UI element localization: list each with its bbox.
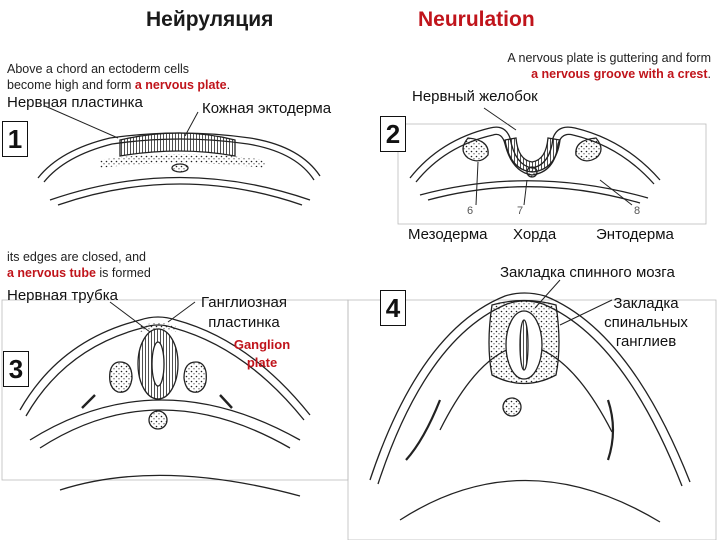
stage2-endoderm-1 — [419, 180, 649, 199]
label-neural-plate: Нервная пластинка — [7, 94, 143, 111]
stage2-ref7-leader — [523, 179, 528, 206]
stage1-note-line1: Above a chord an ectoderm cells — [7, 62, 190, 76]
stage1-note-line2-prefix: become high and form — [7, 78, 135, 92]
stage3-ganglion-plate — [140, 323, 176, 332]
label-ganglia-2: спинальных — [604, 314, 688, 331]
stage1-ectoderm-leader — [184, 111, 199, 137]
ref-6: 6 — [467, 205, 474, 217]
stage4-endoderm — [399, 479, 661, 523]
label-chord: Хорда — [513, 226, 557, 243]
stage3-somite-right — [183, 361, 207, 393]
label-ganglion-ru: Ганглиозная пластинка — [184, 294, 304, 335]
label-ganglion-ru-1: Ганглиозная — [201, 294, 287, 311]
label-ganglia-3: ганглиев — [615, 333, 677, 350]
stage4-nerve-left — [405, 399, 442, 461]
stage1-endoderm-2 — [57, 183, 303, 206]
stage1-plate-leader — [44, 105, 119, 139]
stage1-mesoderm — [100, 154, 265, 168]
stage3-gut-line — [59, 474, 301, 497]
stage3-nerve-left — [81, 394, 96, 409]
stage3-chord — [148, 410, 168, 430]
stage3-number: 3 — [3, 351, 29, 387]
stage3-note-highlight: a nervous tube — [7, 266, 96, 280]
ref-8: 8 — [634, 205, 641, 217]
stage1-drawing — [37, 105, 321, 206]
label-neural-tube: Нервная трубка — [7, 287, 118, 304]
stage2-note-line1: A nervous plate is guttering and form — [507, 51, 711, 65]
stage4-central-canal — [519, 319, 529, 371]
stage3-note-suffix: is formed — [95, 266, 151, 280]
stage4-nerve-right — [606, 399, 615, 461]
stage2-note: A nervous plate is guttering and form a … — [446, 50, 711, 82]
stage2-number: 2 — [380, 116, 406, 152]
stage1-endoderm-1 — [49, 176, 311, 201]
label-ganglion-en-2: plate — [246, 355, 278, 370]
stage2-drawing — [397, 107, 707, 225]
stage3-note-line1: its edges are closed, and — [7, 250, 146, 264]
stage4-ectoderm-outer — [369, 292, 691, 483]
stage1-number: 1 — [2, 121, 28, 157]
stage4-spinal-leader — [534, 279, 561, 309]
label-ganglion-ru-2: пластинка — [208, 314, 280, 331]
title-ru: Нейруляция — [146, 8, 274, 31]
stage4-ganglia-leader — [559, 299, 613, 326]
stage2-note-suffix: . — [707, 67, 711, 81]
stage1-note-suffix: . — [226, 78, 231, 92]
stage1-neural-plate — [119, 132, 236, 157]
label-neural-groove: Нервный желобок — [412, 88, 538, 105]
stage3-endoderm-1 — [29, 399, 301, 441]
stage2-ref6-leader — [475, 161, 479, 206]
stage3-neural-canal — [151, 341, 165, 387]
stage2-groove-leader — [483, 107, 517, 131]
label-ganglion-en: Ganglion plate — [222, 336, 302, 372]
stage3-ectoderm-outer — [19, 316, 311, 416]
stage2-mesoderm-left — [462, 137, 489, 162]
stage2-endoderm-2 — [427, 186, 641, 204]
stage2-chord — [526, 166, 538, 178]
label-spinal-ganglia: Закладка спинальных ганглиев — [588, 294, 704, 351]
stage3-drawing — [1, 299, 349, 497]
stage4-chord — [502, 397, 522, 417]
stage3-ganglion-leader — [167, 301, 196, 323]
stage1-note: Above a chord an ectoderm cells become h… — [7, 61, 230, 93]
stage4-frame — [347, 299, 717, 540]
stage2-mesoderm-right — [575, 137, 602, 162]
stage4-number: 4 — [380, 290, 406, 326]
label-spinal-cord-anlage: Закладка спинного мозга — [500, 264, 675, 281]
label-endoderm: Энтодерма — [596, 226, 674, 243]
stage3-note: its edges are closed, and a nervous tube… — [7, 249, 151, 281]
stage3-endoderm-2 — [39, 409, 291, 449]
ref-7: 7 — [517, 205, 524, 217]
stage3-tube-leader — [109, 301, 151, 333]
label-mesoderm: Мезодерма — [408, 226, 488, 243]
stage2-ref8-leader — [599, 179, 633, 206]
stage1-note-highlight: a nervous plate — [134, 78, 227, 92]
stage2-frame — [397, 123, 707, 225]
stage2-note-highlight: a nervous groove with a crest — [531, 67, 708, 81]
title-en: Neurulation — [418, 8, 535, 31]
stage4-drawing — [347, 279, 717, 540]
stage3-nerve-right — [219, 394, 233, 409]
stage1-chord — [171, 163, 189, 173]
stage3-somite-left — [109, 361, 133, 393]
label-skin-ectoderm: Кожная эктодерма — [202, 100, 332, 117]
stage2-neural-groove — [504, 137, 561, 173]
label-ganglion-en-1: Ganglion — [233, 337, 291, 352]
label-ganglia-1: Закладка — [613, 295, 679, 312]
